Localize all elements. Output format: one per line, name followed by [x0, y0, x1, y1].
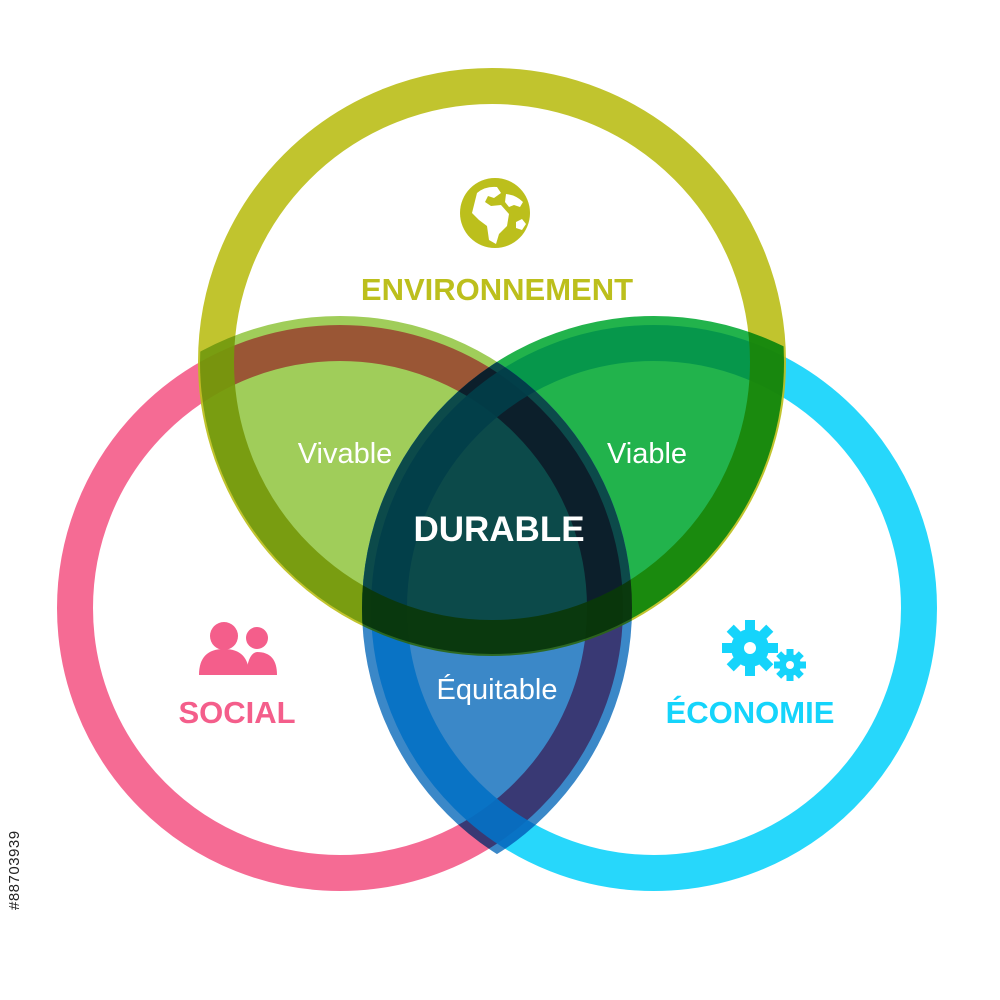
durable-region [362, 316, 632, 654]
stock-id-text: #88703939 [6, 830, 23, 910]
equitable-label: Équitable [437, 673, 558, 706]
environnement-label: ENVIRONNEMENT [361, 272, 633, 307]
economie-label: ÉCONOMIE [666, 695, 835, 730]
people-icon [199, 622, 277, 675]
social-label: SOCIAL [178, 695, 295, 730]
durable-label: DURABLE [413, 510, 584, 549]
gears-icon [722, 620, 806, 681]
viable-label: Viable [607, 438, 687, 470]
environnement-ring [198, 68, 786, 656]
globe-icon [460, 178, 530, 248]
vivable-label: Vivable [298, 438, 393, 470]
ring-outlines [57, 68, 937, 891]
